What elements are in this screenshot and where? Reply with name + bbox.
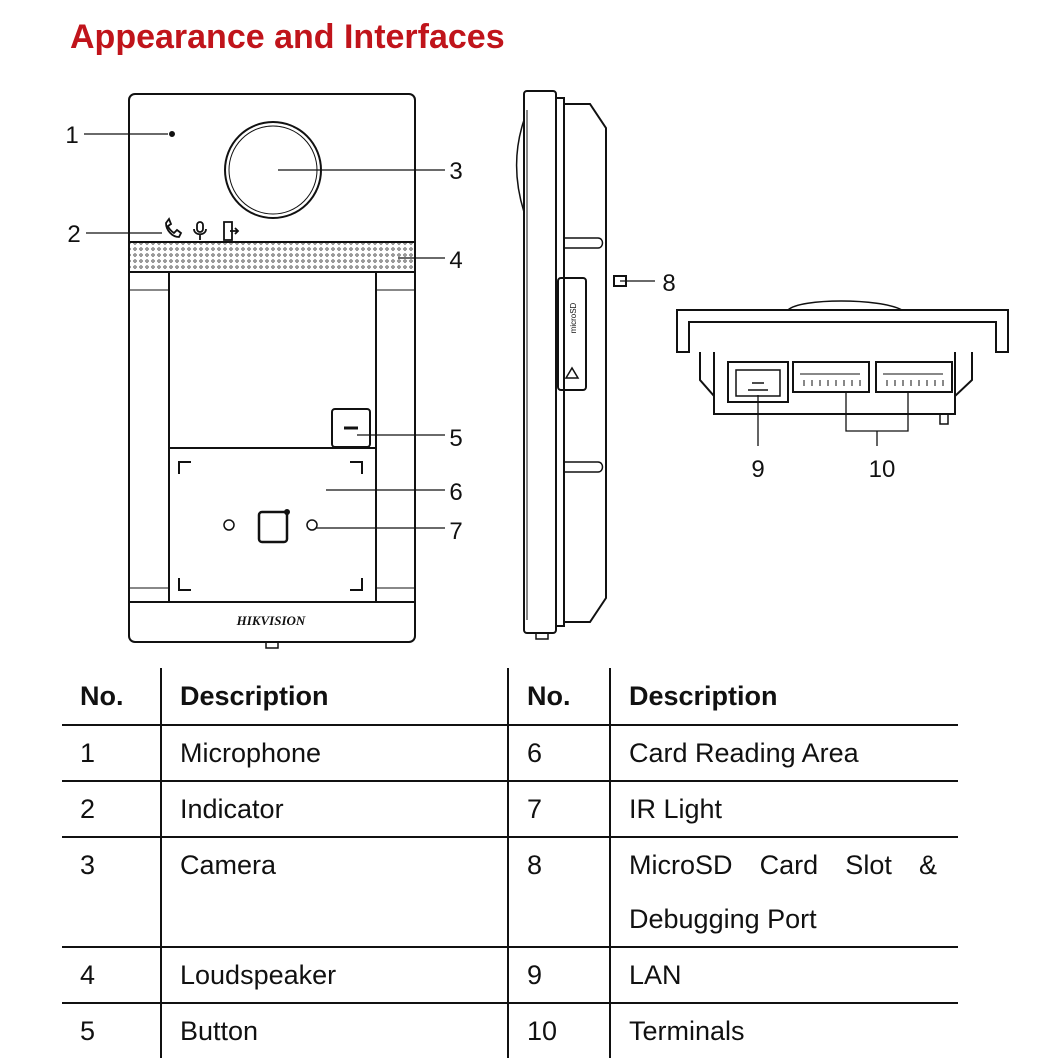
header-no-right: No.	[507, 668, 610, 726]
cell-no: 7	[507, 781, 610, 838]
front-view: HIKVISION	[128, 93, 416, 649]
callout-numbers: 1 2 3 4 5 6 7 8 9 10	[65, 122, 895, 545]
cell-description: Button	[160, 1003, 508, 1058]
indicator-icons	[165, 217, 240, 241]
table-row: 3 Camera 8 MicroSD Card Slot & Debugging…	[62, 837, 958, 948]
front-housing	[128, 93, 416, 643]
cell-description: LAN	[609, 947, 958, 1004]
brand-logo: HIKVISION	[236, 613, 306, 628]
callout-5: 5	[449, 425, 462, 452]
cell-description: IR Light	[609, 781, 958, 838]
call-button	[331, 408, 371, 448]
table-row: 1 Microphone 6 Card Reading Area	[62, 725, 958, 782]
cell-no: 1	[62, 725, 161, 782]
terminal-block-right	[875, 361, 953, 393]
cell-description: Indicator	[160, 781, 508, 838]
table-row: 2 Indicator 7 IR Light	[62, 781, 958, 838]
microphone-icon	[196, 221, 204, 233]
side-view: microSD	[515, 90, 627, 640]
callout-8: 8	[662, 270, 675, 297]
microsd-slot	[557, 277, 587, 391]
cell-description: Card Reading Area	[609, 725, 958, 782]
bottom-clip	[265, 641, 279, 649]
cell-no: 2	[62, 781, 161, 838]
card-area-corners	[178, 461, 363, 591]
device-diagram: HIKVISION microSD	[65, 90, 1009, 649]
table-row: 5 Button 10 Terminals	[62, 1003, 958, 1058]
parts-table: No. Description No. Description 1 Microp…	[62, 668, 958, 1058]
cell-description-line-1: MicroSD Card Slot &	[629, 850, 937, 880]
cell-description: Microphone	[160, 725, 508, 782]
loudspeaker-grille	[128, 241, 416, 273]
cell-no: 4	[62, 947, 161, 1004]
cell-no: 5	[80, 1016, 96, 1046]
cell-no: 9	[507, 947, 610, 1004]
header-description-left: Description	[160, 668, 508, 726]
table-header-row: No. Description No. Description	[62, 668, 958, 726]
cell-no: 8	[507, 837, 610, 948]
cell-no: 10	[507, 1003, 610, 1058]
cell-no: 3	[62, 837, 161, 948]
header-no-left: No.	[62, 668, 161, 726]
callout-4: 4	[449, 247, 462, 274]
callout-2: 2	[67, 221, 80, 248]
cell-no: 6	[507, 725, 610, 782]
callout-lines	[84, 133, 909, 529]
cell-description: Terminals	[609, 1003, 958, 1058]
header-description-right: Description	[609, 668, 958, 726]
microphone-hole	[169, 131, 175, 137]
side-faceplate	[523, 90, 557, 634]
bottom-view	[676, 300, 1009, 425]
door-icon	[223, 221, 240, 241]
cell-description: MicroSD Card Slot & Debugging Port	[609, 837, 958, 948]
callout-3: 3	[449, 158, 462, 185]
card-reader-icon	[257, 510, 289, 544]
callout-6: 6	[449, 479, 462, 506]
ir-light-right	[306, 519, 318, 531]
cell-description: Loudspeaker	[160, 947, 508, 1004]
callout-7: 7	[449, 518, 462, 545]
callout-10: 10	[869, 456, 896, 483]
ir-light-left	[223, 519, 235, 531]
right-side-rail	[375, 271, 416, 603]
bottom-housing	[676, 309, 1009, 353]
phone-icon	[165, 217, 183, 238]
microsd-label: microSD	[569, 302, 578, 333]
terminal-block-left	[792, 361, 870, 393]
callout-1: 1	[65, 122, 78, 149]
table-row: 4 Loudspeaker 9 LAN	[62, 947, 958, 1004]
left-side-rail	[128, 271, 170, 603]
page-title: Appearance and Interfaces	[70, 18, 505, 56]
callout-9: 9	[751, 456, 764, 483]
cell-description-line-2: Debugging Port	[629, 904, 817, 934]
center-panel	[168, 271, 377, 603]
cell-description: Camera	[160, 837, 508, 948]
